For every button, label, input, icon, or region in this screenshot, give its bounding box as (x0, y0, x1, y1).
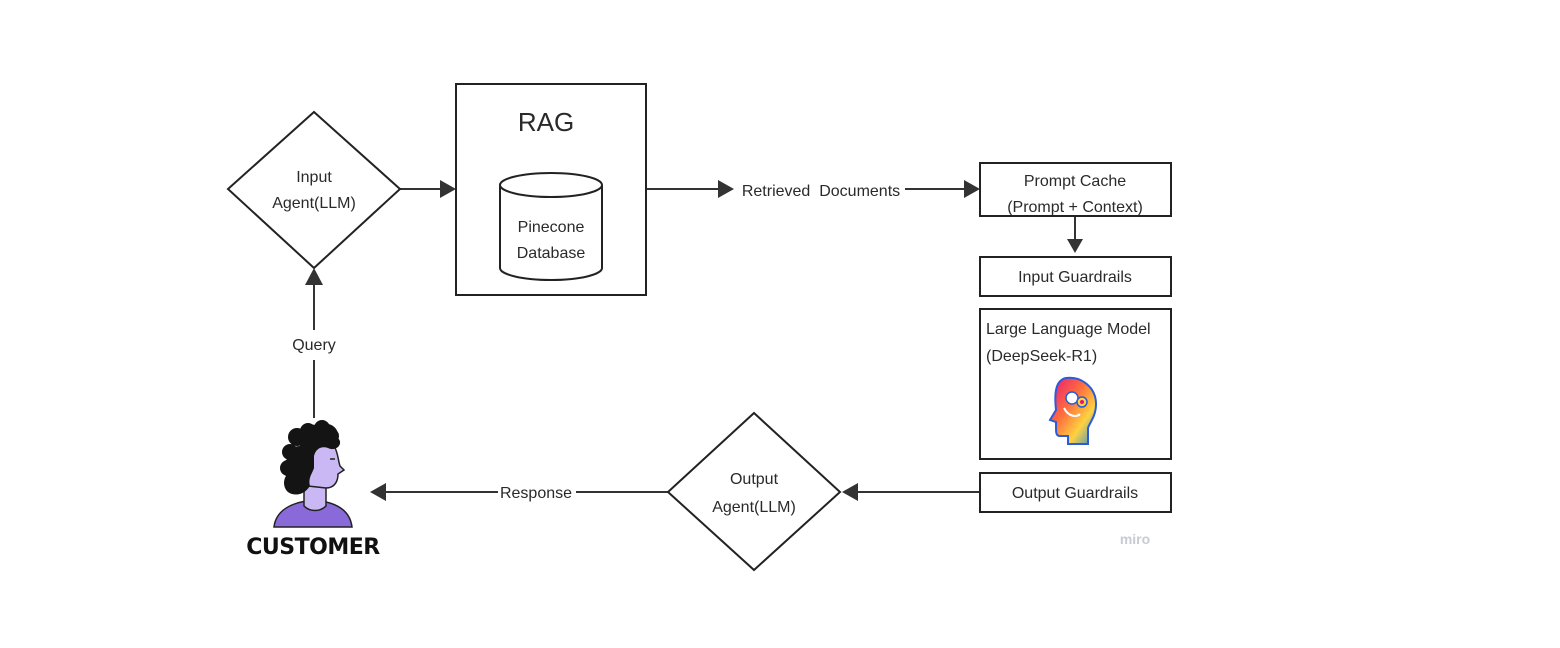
llm-line1: Large Language Model (986, 321, 1151, 338)
llm-node[interactable]: Large Language Model (DeepSeek-R1) (979, 308, 1172, 460)
output-agent-line2: Agent(LLM) (712, 499, 796, 516)
input-agent-line1: Input (296, 169, 332, 186)
edge-output-agent-to-customer (370, 483, 668, 501)
edge-rag-to-prompt-cache (647, 180, 980, 198)
input-guardrails-node[interactable]: Input Guardrails (979, 256, 1172, 297)
rag-node[interactable]: RAG Pinecone Database (455, 83, 647, 296)
query-label: Query (292, 337, 336, 354)
output-agent-line1: Output (730, 471, 779, 488)
pinecone-database-icon (499, 172, 603, 281)
output-guardrails-node[interactable]: Output Guardrails (979, 472, 1172, 513)
response-label: Response (500, 485, 572, 502)
rag-title: RAG (518, 107, 574, 137)
edge-output-guardrails-to-output-agent (842, 483, 980, 501)
ai-head-icon (1048, 376, 1098, 445)
edge-input-agent-to-rag (400, 180, 456, 198)
prompt-cache-line1: Prompt Cache (1024, 173, 1126, 190)
output-guardrails-label: Output Guardrails (1012, 485, 1138, 502)
pinecone-db-line2: Database (517, 245, 586, 262)
prompt-cache-line2: (Prompt + Context) (1007, 199, 1143, 216)
pinecone-db-line1: Pinecone (518, 219, 585, 236)
input-agent-node[interactable]: Input Agent(LLM) (226, 110, 402, 270)
customer-node[interactable]: CUSTOMER (246, 420, 381, 560)
customer-avatar-icon (273, 420, 353, 528)
customer-label: CUSTOMER (246, 535, 380, 560)
edge-customer-to-input-agent (305, 268, 323, 418)
retrieved-documents-label: Retrieved Documents (742, 183, 900, 200)
prompt-cache-node[interactable]: Prompt Cache (Prompt + Context) (979, 162, 1172, 217)
llm-line2: (DeepSeek-R1) (986, 348, 1097, 365)
input-agent-line2: Agent(LLM) (272, 195, 356, 212)
input-guardrails-label: Input Guardrails (1018, 269, 1132, 286)
miro-watermark: miro (1120, 531, 1150, 547)
edge-prompt-cache-to-input-guardrails (1067, 216, 1083, 253)
output-agent-node[interactable]: Output Agent(LLM) (666, 411, 842, 572)
